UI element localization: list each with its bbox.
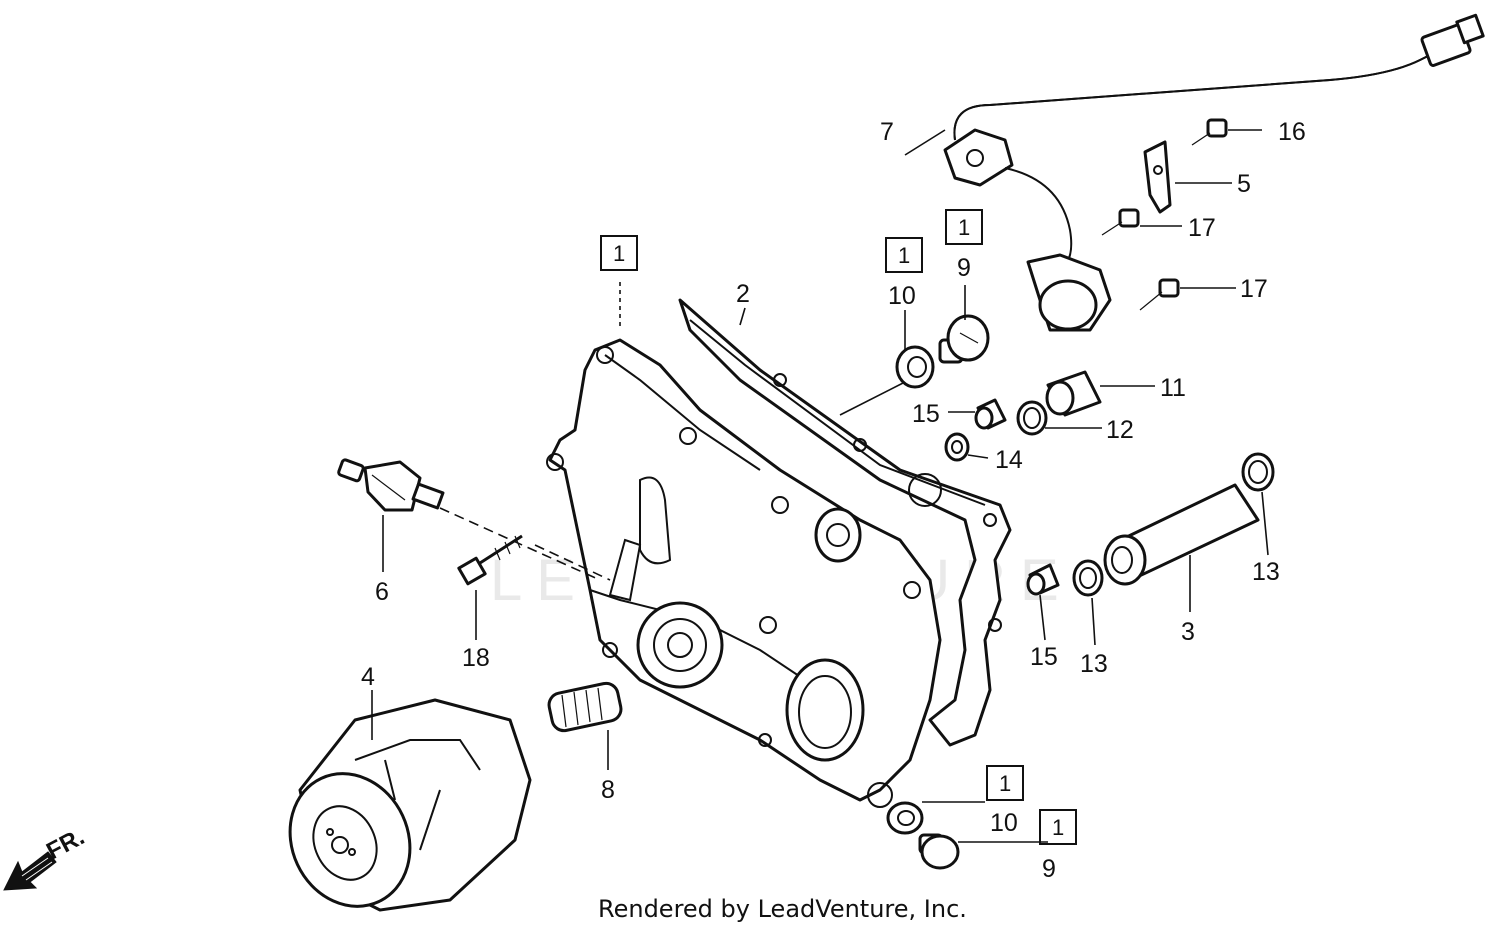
callout-labels: 2 3 4 5 6 7 8 9 9 10 10 11 12 13 13 14 1…: [361, 118, 1306, 883]
o-ring-13-upper[interactable]: [1241, 452, 1275, 492]
callout-14: 14: [995, 446, 1023, 474]
ref-box-plug-bottom: 1: [1039, 809, 1077, 845]
svg-text:1: 1: [958, 215, 970, 240]
side-cover[interactable]: [546, 338, 942, 808]
callout-6: 6: [375, 578, 389, 606]
callout-18: 18: [462, 644, 490, 672]
sealing-washer-bottom[interactable]: [886, 801, 924, 835]
sealing-washer-top[interactable]: [895, 345, 935, 389]
callout-17-lower: 17: [1240, 275, 1268, 303]
ref-box-washer-top: 1: [885, 237, 923, 273]
callout-3: 3: [1181, 618, 1195, 646]
callout-8: 8: [601, 776, 615, 804]
drain-plug-top[interactable]: [938, 314, 990, 364]
ref-box-plug-top: 1: [945, 209, 983, 245]
screw-17-upper[interactable]: [1101, 208, 1140, 236]
drain-plug-bottom[interactable]: [918, 833, 960, 870]
ref-box-cover: 1: [600, 235, 638, 271]
callout-15-upper: 15: [912, 400, 940, 428]
dowel-15-lower[interactable]: [1026, 563, 1060, 596]
callout-11: 11: [1160, 374, 1186, 402]
bolt[interactable]: [457, 534, 523, 586]
threaded-stud[interactable]: [547, 681, 623, 733]
front-direction-indicator: FR.: [3, 823, 89, 891]
ref-box-washer-bottom: 1: [986, 765, 1024, 801]
callout-15-lower: 15: [1030, 643, 1058, 671]
callout-9-top: 9: [957, 254, 971, 282]
gasket[interactable]: [678, 298, 1012, 747]
retaining-clip[interactable]: [1143, 140, 1172, 214]
callout-17-upper: 17: [1188, 214, 1216, 242]
svg-text:1: 1: [613, 241, 625, 266]
o-ring-13-lower[interactable]: [1072, 559, 1104, 597]
oil-level-sensor-assembly[interactable]: [943, 13, 1485, 332]
callout-12: 12: [1106, 416, 1134, 444]
svg-text:1: 1: [999, 771, 1011, 796]
screw-17-lower[interactable]: [1139, 278, 1180, 311]
leader-lines: [371, 129, 1269, 843]
callout-7: 7: [880, 118, 894, 146]
oil-pipe[interactable]: [1103, 483, 1260, 586]
dowel-15-upper[interactable]: [974, 398, 1007, 430]
collar-11[interactable]: [1045, 370, 1102, 417]
callout-5: 5: [1237, 170, 1251, 198]
o-ring-12[interactable]: [1016, 400, 1048, 436]
callout-10-bottom: 10: [990, 809, 1018, 837]
svg-text:1: 1: [898, 243, 910, 268]
o-ring-14[interactable]: [944, 432, 970, 462]
callout-2: 2: [736, 280, 750, 308]
callout-4: 4: [361, 663, 375, 691]
callout-10-top: 10: [888, 282, 916, 310]
callout-16: 16: [1278, 118, 1306, 146]
oil-pressure-switch[interactable]: [337, 458, 445, 512]
callout-13-mid: 13: [1080, 650, 1108, 678]
front-arrow-icon: [3, 851, 57, 891]
svg-text:1: 1: [1052, 815, 1064, 840]
callout-13-right: 13: [1252, 558, 1280, 586]
footer-credit: Rendered by LeadVenture, Inc.: [598, 895, 967, 923]
oil-filter[interactable]: [269, 698, 532, 926]
callout-9-bottom: 9: [1042, 855, 1056, 883]
screw-16[interactable]: [1191, 118, 1228, 146]
